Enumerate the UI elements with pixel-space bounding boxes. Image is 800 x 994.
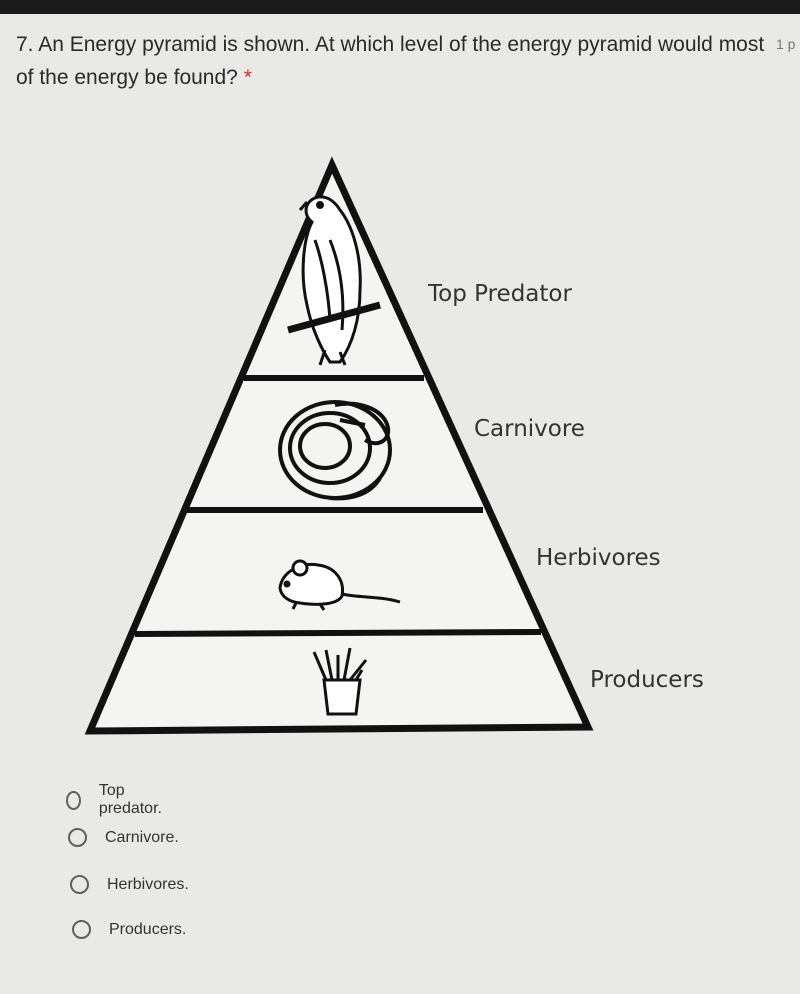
radio-button[interactable] xyxy=(70,875,89,894)
grass-icon xyxy=(312,647,368,716)
mouse-icon xyxy=(278,559,401,611)
divider-3 xyxy=(134,629,542,637)
energy-pyramid xyxy=(84,156,594,735)
level-label-herbivores: Herbivores xyxy=(536,545,661,571)
option-label: Producers. xyxy=(109,920,187,938)
question-title: 7. An Energy pyramid is shown. At which … xyxy=(16,33,765,89)
radio-button[interactable] xyxy=(66,790,81,810)
level-label-carnivore: Carnivore xyxy=(474,416,585,442)
top-bar xyxy=(0,0,800,14)
option-label: Carnivore. xyxy=(105,828,179,846)
pyramid-outline xyxy=(84,156,594,735)
option-producers[interactable]: Producers. xyxy=(72,920,186,939)
snake-icon xyxy=(278,400,392,501)
option-label: Herbivores. xyxy=(107,875,189,893)
option-herbivores[interactable]: Herbivores. xyxy=(70,875,189,894)
radio-button[interactable] xyxy=(72,920,91,939)
required-mark: * xyxy=(243,66,252,89)
radio-button[interactable] xyxy=(68,828,87,847)
bird-icon xyxy=(287,195,381,366)
points-label: 1 p xyxy=(776,36,796,52)
option-label: Top predator. xyxy=(98,782,162,817)
question-text: 7. An Energy pyramid is shown. At which … xyxy=(16,28,776,94)
level-label-producers: Producers xyxy=(590,667,704,693)
option-top-predator[interactable]: Top predator. xyxy=(66,782,166,818)
option-carnivore[interactable]: Carnivore. xyxy=(68,828,179,847)
level-label-top-predator: Top Predator xyxy=(428,281,572,307)
